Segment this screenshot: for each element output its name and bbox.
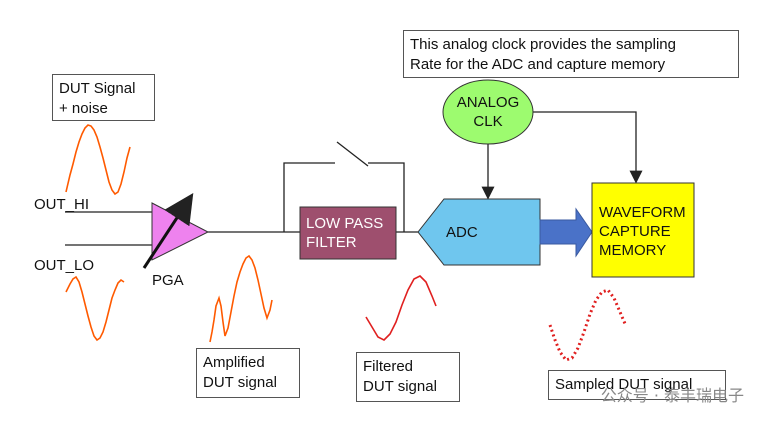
clk-to-memory-arrow: [533, 111, 643, 184]
low-pass-filter-block: [299, 206, 397, 260]
amplified-callout: Amplified DUT signal: [196, 348, 300, 398]
bypass-switch-wire: [283, 162, 335, 232]
pga-gain-arrow: [142, 192, 194, 269]
low-pass-filter-label: LOW PASS FILTER: [306, 215, 384, 251]
wires: [65, 111, 643, 246]
out-hi-label: OUT_HI: [34, 196, 90, 213]
analog-clk-label: ANALOG CLK: [456, 94, 520, 130]
adc-to-memory-arrow: [539, 207, 593, 258]
bypass-switch-blade: [336, 141, 369, 167]
noisy-wave-top: [65, 124, 131, 196]
noisy-wave-bottom: [65, 275, 125, 342]
clean-wave-filtered: [365, 275, 437, 341]
waveform-memory-block: [591, 182, 695, 278]
waveform-memory-label: WAVEFORM CAPTURE MEMORY: [599, 204, 686, 259]
analog-clock-circle: [442, 79, 534, 145]
sampled-callout: Sampled DUT signal: [548, 370, 726, 400]
out-lo-label: OUT_LO: [34, 257, 95, 274]
dut-signal-callout: DUT Signal + noise: [52, 74, 155, 121]
adc-label: ADC: [446, 224, 478, 241]
filtered-callout: Filtered DUT signal: [356, 352, 460, 402]
adc-block: [417, 198, 541, 266]
sampled-dotted-wave: [548, 288, 628, 362]
clock-note-callout: This analog clock provides the sampling …: [403, 30, 739, 78]
bypass-switch-return: [368, 162, 405, 232]
noisy-wave-amplified: [209, 254, 273, 343]
watermark: 公众号 · 泰丰瑞电子: [600, 386, 744, 405]
pga-label: PGA: [152, 272, 184, 289]
